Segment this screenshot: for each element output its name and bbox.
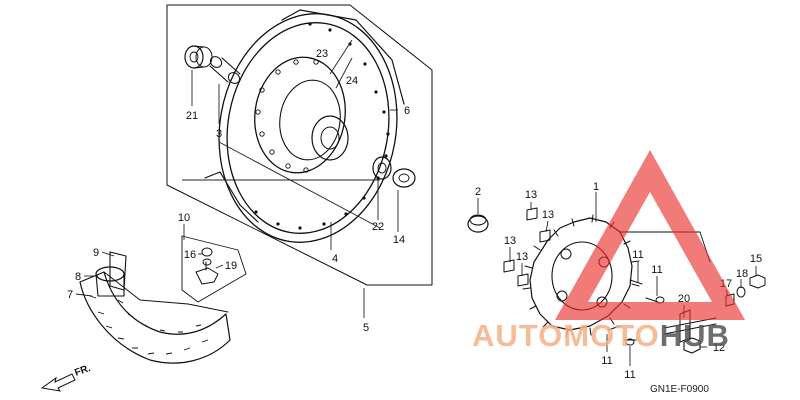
hub-drawing (254, 56, 349, 174)
bolts-13-drawing (503, 207, 551, 287)
valve-group-frame (181, 235, 247, 303)
damper-2-drawing (467, 214, 489, 233)
watermark-text-auto: AUTO (472, 318, 563, 353)
bearing-21-drawing (184, 45, 213, 69)
callout-13d: 13 (516, 251, 528, 263)
callout-12: 12 (713, 342, 725, 354)
callout-24: 24 (346, 75, 358, 87)
watermark-triangle-icon (555, 150, 745, 320)
callout-13b: 13 (542, 209, 554, 221)
distance-collar-3-drawing (209, 56, 241, 84)
callout-18: 18 (736, 268, 748, 280)
callout-4: 4 (332, 253, 338, 265)
watermark-text-hub: HUB (660, 318, 730, 353)
callout-11d: 11 (624, 369, 635, 381)
nut-16-drawing (201, 247, 213, 266)
rim-band-drawing (109, 251, 127, 291)
callout-21: 21 (186, 110, 198, 122)
callout-6: 6 (404, 105, 410, 117)
callout-3: 3 (216, 128, 222, 140)
callout-10: 10 (178, 212, 190, 224)
callout-11b: 11 (651, 264, 662, 276)
watermark: AUTOMOTOHUB (472, 150, 745, 353)
callout-22: 22 (372, 221, 384, 233)
valve-19-drawing (195, 261, 219, 285)
callout-11a: 11 (632, 249, 643, 261)
callout-8: 8 (75, 271, 81, 283)
nut-12-drawing (683, 337, 701, 354)
tire-drawing (79, 271, 231, 364)
wheel-assembly-frame (166, 4, 433, 286)
front-arrow-icon (40, 373, 76, 392)
callout-11c: 11 (601, 355, 612, 367)
callout-19: 19 (225, 260, 237, 272)
callout-5: 5 (363, 322, 369, 334)
callout-13c: 13 (504, 235, 516, 247)
bearing-22-drawing (372, 156, 392, 180)
callout-13a: 13 (525, 189, 537, 201)
callout-1: 1 (593, 181, 599, 193)
front-label: FR. (73, 363, 92, 379)
figure-code: GN1E-F0900 (650, 384, 709, 395)
callout-9: 9 (93, 247, 99, 259)
watermark-text-moto: MOTO (563, 318, 659, 353)
callout-2: 2 (475, 186, 481, 198)
callout-labels: 1 2 3 4 5 6 7 8 9 10 11 11 11 11 12 13 1… (67, 48, 762, 381)
dust-seal-14-drawing (392, 168, 416, 188)
leader-lines (75, 39, 757, 366)
callout-16: 16 (184, 249, 196, 261)
callout-15: 15 (750, 253, 762, 265)
svg-text:AUTOMOTOHUB: AUTOMOTOHUB (472, 318, 730, 353)
callout-7: 7 (67, 289, 73, 301)
front-direction-indicator: FR. (40, 363, 92, 392)
callout-23: 23 (316, 48, 328, 60)
callout-14: 14 (393, 234, 405, 246)
